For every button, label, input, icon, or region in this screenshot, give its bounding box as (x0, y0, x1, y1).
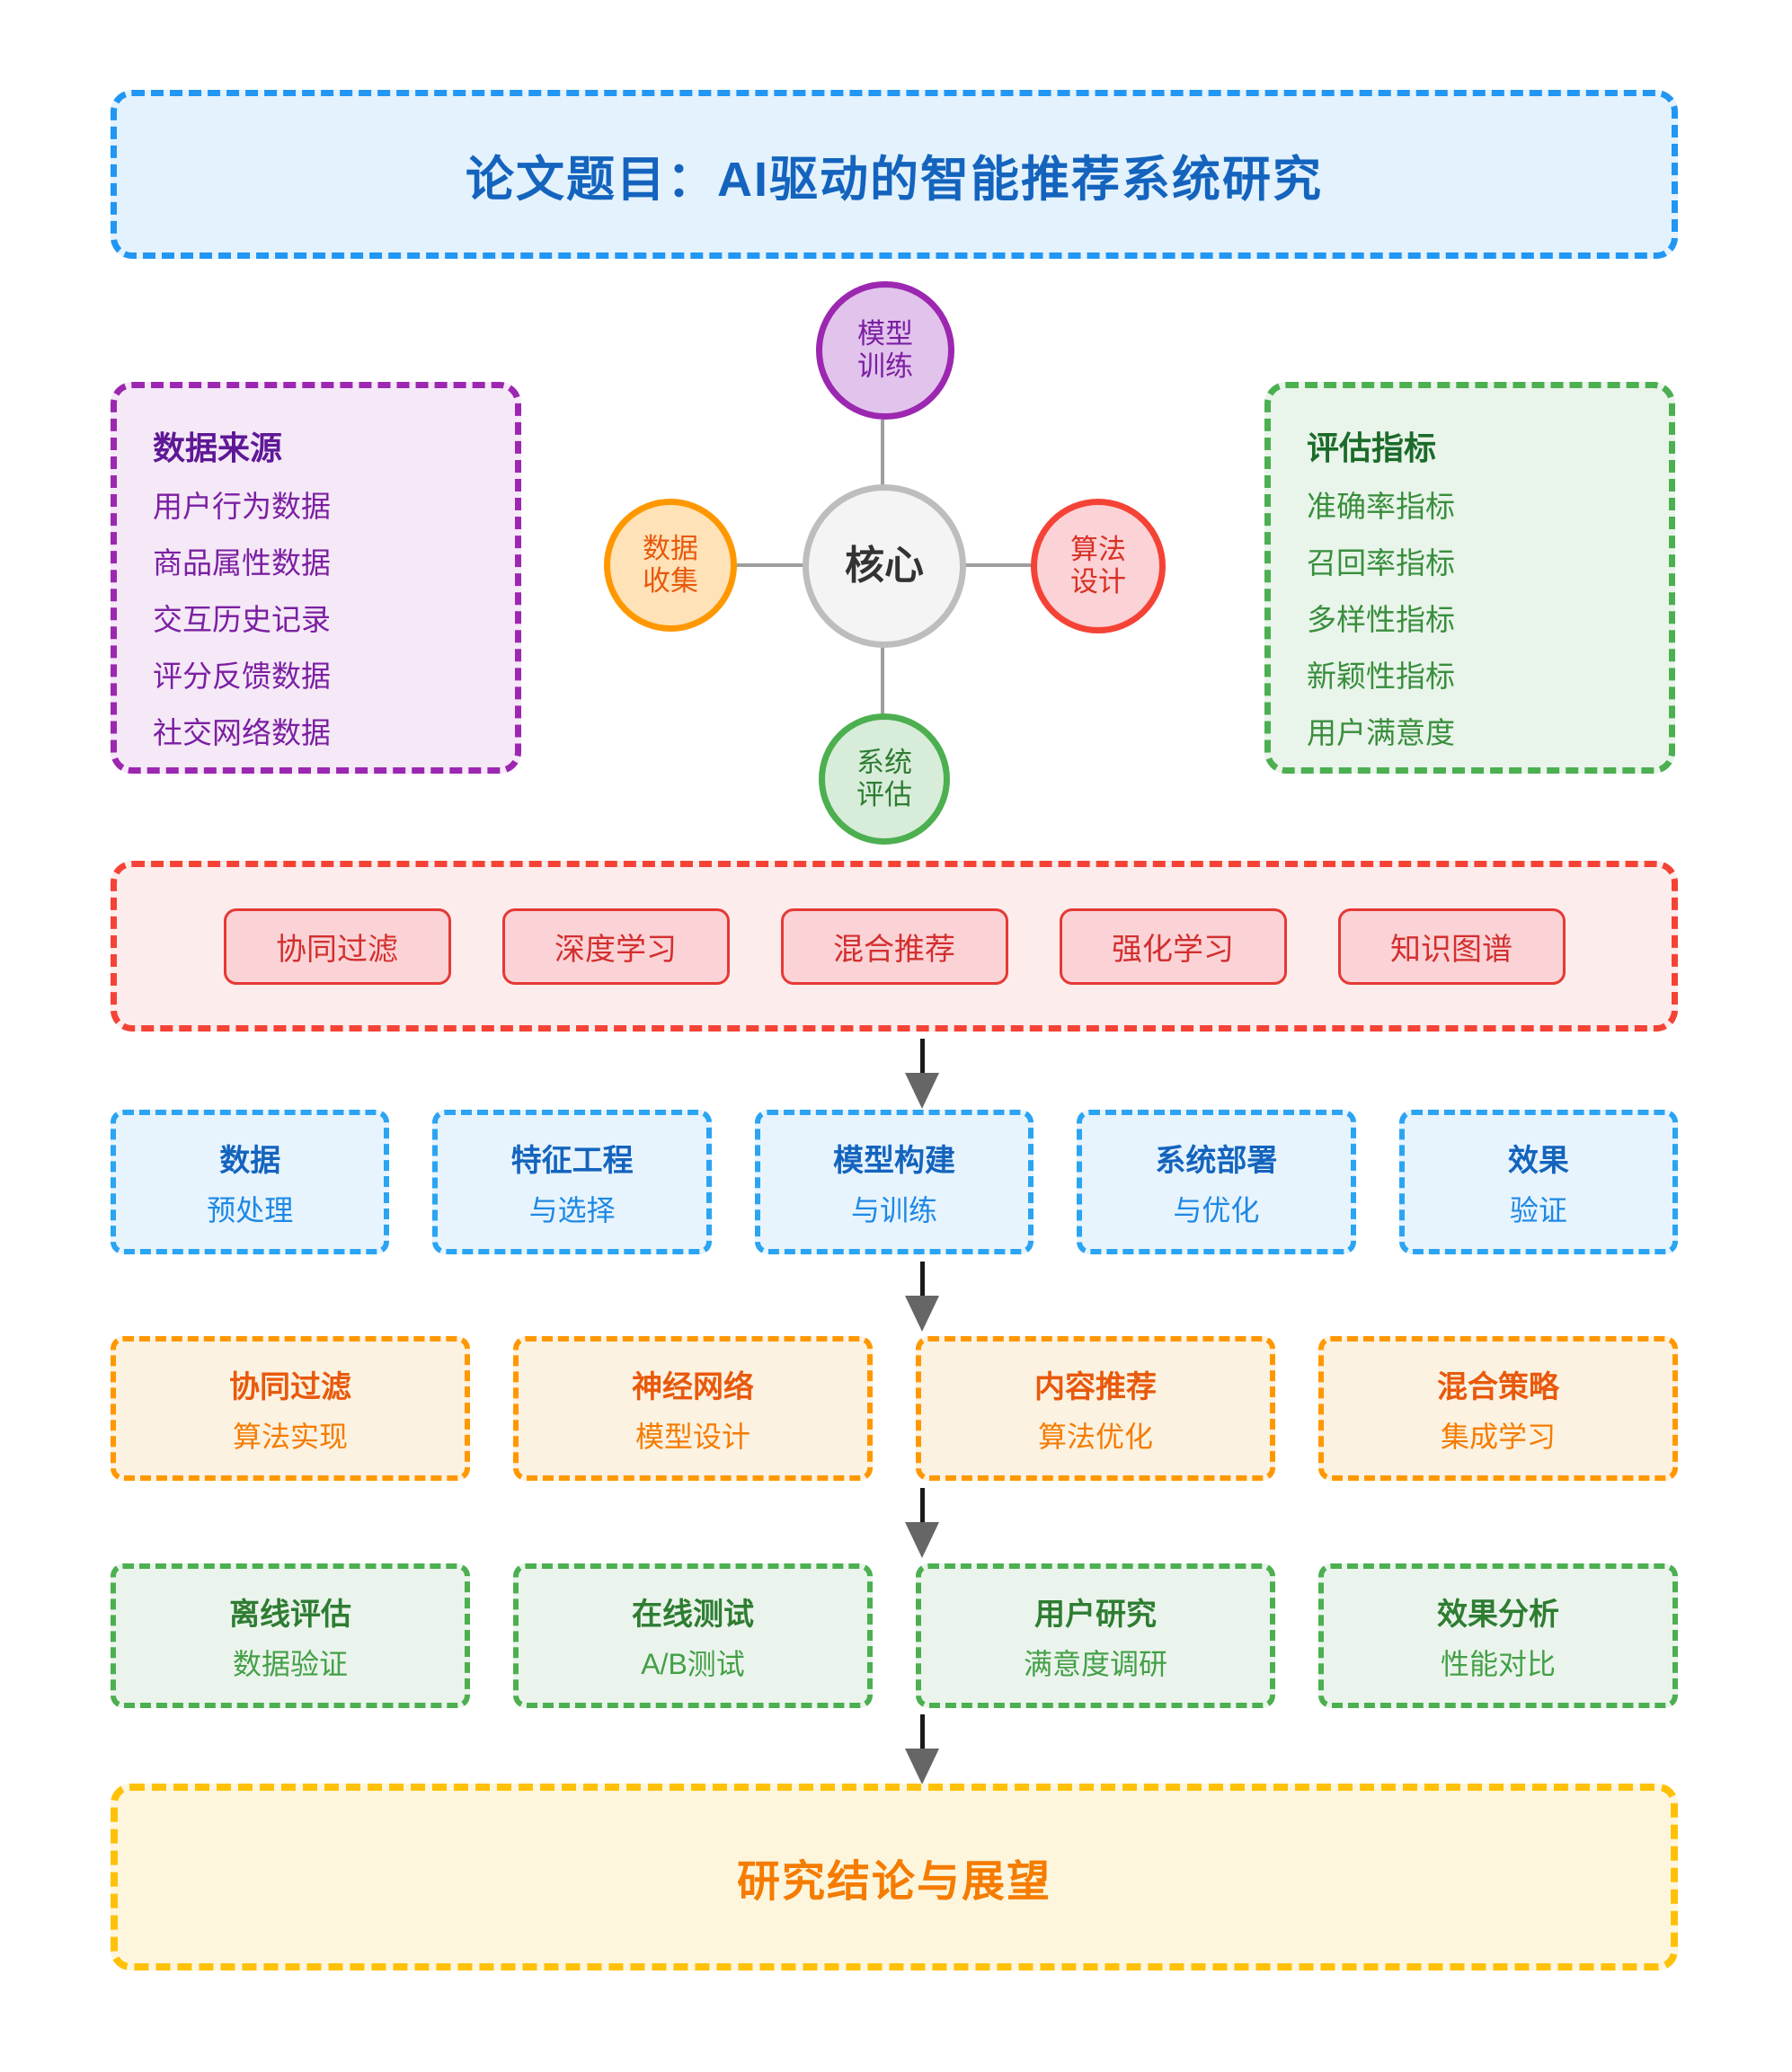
step-title: 用户研究 (1034, 1597, 1157, 1632)
metric-item: 新颖性指标 (1307, 660, 1455, 693)
step-title: 离线评估 (229, 1597, 351, 1632)
step-title: 在线测试 (632, 1597, 754, 1632)
hub-node-label: 收集 (643, 565, 698, 597)
step-title: 效果 (1507, 1143, 1569, 1178)
step-title: 数据 (219, 1143, 281, 1178)
hub-node-label: 设计 (1070, 566, 1126, 598)
step-subtitle: 满意度调研 (1023, 1647, 1167, 1680)
algorithms-band: 协同过滤 深度学习 混合推荐 强化学习 知识图谱 (111, 861, 1678, 1032)
hub-line-left (735, 563, 804, 567)
step-subtitle: 预处理 (207, 1193, 294, 1226)
evaluation-steps-row: 离线评估 数据验证 在线测试 A/B测试 用户研究 满意度调研 效果分析 性能对… (111, 1563, 1678, 1708)
step-collaborative-filtering: 协同过滤 算法实现 (111, 1336, 470, 1481)
step-subtitle: 与训练 (851, 1193, 938, 1226)
down-arrow-icon (903, 1714, 941, 1784)
step-title: 效果分析 (1437, 1597, 1559, 1632)
algorithm-pill: 深度学习 (501, 908, 730, 985)
step-subtitle: 集成学习 (1440, 1420, 1556, 1453)
step-subtitle: 数据验证 (232, 1647, 348, 1680)
data-source-item: 商品属性数据 (153, 546, 331, 580)
step-hybrid-strategy: 混合策略 集成学习 (1318, 1336, 1678, 1481)
step-title: 混合策略 (1437, 1369, 1559, 1404)
implementation-steps-row: 协同过滤 算法实现 神经网络 模型设计 内容推荐 算法优化 混合策略 集成学习 (111, 1336, 1678, 1481)
step-title: 特征工程 (510, 1143, 634, 1178)
hub-node-label: 数据 (643, 533, 698, 565)
step-system-deployment: 系统部署 与优化 (1077, 1110, 1356, 1254)
hub-node-system-evaluation: 系统 评估 (819, 713, 950, 845)
data-sources-heading: 数据来源 (153, 429, 283, 466)
step-subtitle: 与优化 (1173, 1193, 1260, 1226)
step-subtitle: A/B测试 (641, 1647, 745, 1680)
down-arrow-icon (903, 1039, 941, 1109)
step-title: 协同过滤 (229, 1369, 351, 1404)
algorithm-pill: 强化学习 (1059, 908, 1287, 985)
data-source-item: 社交网络数据 (153, 716, 331, 749)
data-sources-panel: 数据来源 用户行为数据 商品属性数据 交互历史记录 评分反馈数据 社交网络数据 (111, 382, 521, 774)
step-title: 模型构建 (833, 1143, 956, 1178)
evaluation-metrics-heading: 评估指标 (1307, 429, 1437, 466)
step-effect-analysis: 效果分析 性能对比 (1318, 1563, 1678, 1708)
thesis-title: 论文题目：AI驱动的智能推荐系统研究 (466, 152, 1323, 207)
metric-item: 用户满意度 (1307, 716, 1455, 749)
step-subtitle: 算法实现 (232, 1420, 348, 1453)
hub-node-label: 算法 (1070, 534, 1126, 566)
hub-line-right (964, 563, 1034, 567)
metric-item: 准确率指标 (1307, 490, 1455, 523)
hub-node-model-training: 模型 训练 (816, 281, 954, 420)
hub-line-bottom (881, 646, 884, 715)
step-model-building: 模型构建 与训练 (754, 1110, 1034, 1254)
hub-node-data-collection: 数据 收集 (604, 499, 737, 632)
down-arrow-icon (903, 1488, 941, 1558)
step-subtitle: 与选择 (528, 1193, 616, 1226)
step-neural-network: 神经网络 模型设计 (513, 1336, 873, 1481)
conclusion-box: 研究结论与展望 (111, 1784, 1678, 1970)
down-arrow-icon (903, 1262, 941, 1332)
step-title: 神经网络 (632, 1369, 754, 1404)
step-content-recommendation: 内容推荐 算法优化 (916, 1336, 1275, 1481)
hub-node-label: 评估 (856, 779, 912, 810)
algorithm-pill: 协同过滤 (223, 908, 451, 985)
hub-core-label: 核心 (845, 543, 924, 588)
evaluation-metrics-panel: 评估指标 准确率指标 召回率指标 多样性指标 新颖性指标 用户满意度 (1264, 382, 1675, 774)
step-subtitle: 算法优化 (1037, 1420, 1153, 1453)
hub-node-label: 训练 (857, 350, 913, 382)
hub-node-core: 核心 (803, 484, 966, 648)
step-subtitle: 模型设计 (634, 1420, 750, 1453)
step-effect-validation: 效果 验证 (1398, 1110, 1679, 1254)
step-data-preprocessing: 数据 预处理 (111, 1110, 390, 1254)
hub-node-algorithm-design: 算法 设计 (1031, 499, 1166, 633)
step-online-testing: 在线测试 A/B测试 (513, 1563, 873, 1708)
data-source-item: 交互历史记录 (153, 603, 331, 636)
hub-line-top (881, 420, 884, 486)
algorithm-pill: 混合推荐 (780, 908, 1008, 985)
step-subtitle: 性能对比 (1440, 1647, 1556, 1680)
data-source-item: 评分反馈数据 (153, 660, 331, 693)
step-user-research: 用户研究 满意度调研 (916, 1563, 1275, 1708)
thesis-title-box: 论文题目：AI驱动的智能推荐系统研究 (111, 90, 1678, 259)
step-subtitle: 验证 (1509, 1193, 1567, 1226)
metric-item: 多样性指标 (1307, 603, 1455, 636)
hub-node-label: 系统 (856, 747, 912, 779)
algorithm-pill: 知识图谱 (1337, 908, 1566, 985)
step-title: 内容推荐 (1034, 1369, 1157, 1404)
conclusion-label: 研究结论与展望 (736, 1858, 1051, 1906)
hub-node-label: 模型 (857, 318, 913, 350)
process-steps-row: 数据 预处理 特征工程 与选择 模型构建 与训练 系统部署 与优化 效果 验证 (111, 1110, 1679, 1254)
step-feature-engineering: 特征工程 与选择 (432, 1110, 712, 1254)
metric-item: 召回率指标 (1307, 546, 1455, 580)
data-source-item: 用户行为数据 (153, 490, 331, 523)
step-title: 系统部署 (1155, 1143, 1278, 1178)
step-offline-evaluation: 离线评估 数据验证 (111, 1563, 470, 1708)
